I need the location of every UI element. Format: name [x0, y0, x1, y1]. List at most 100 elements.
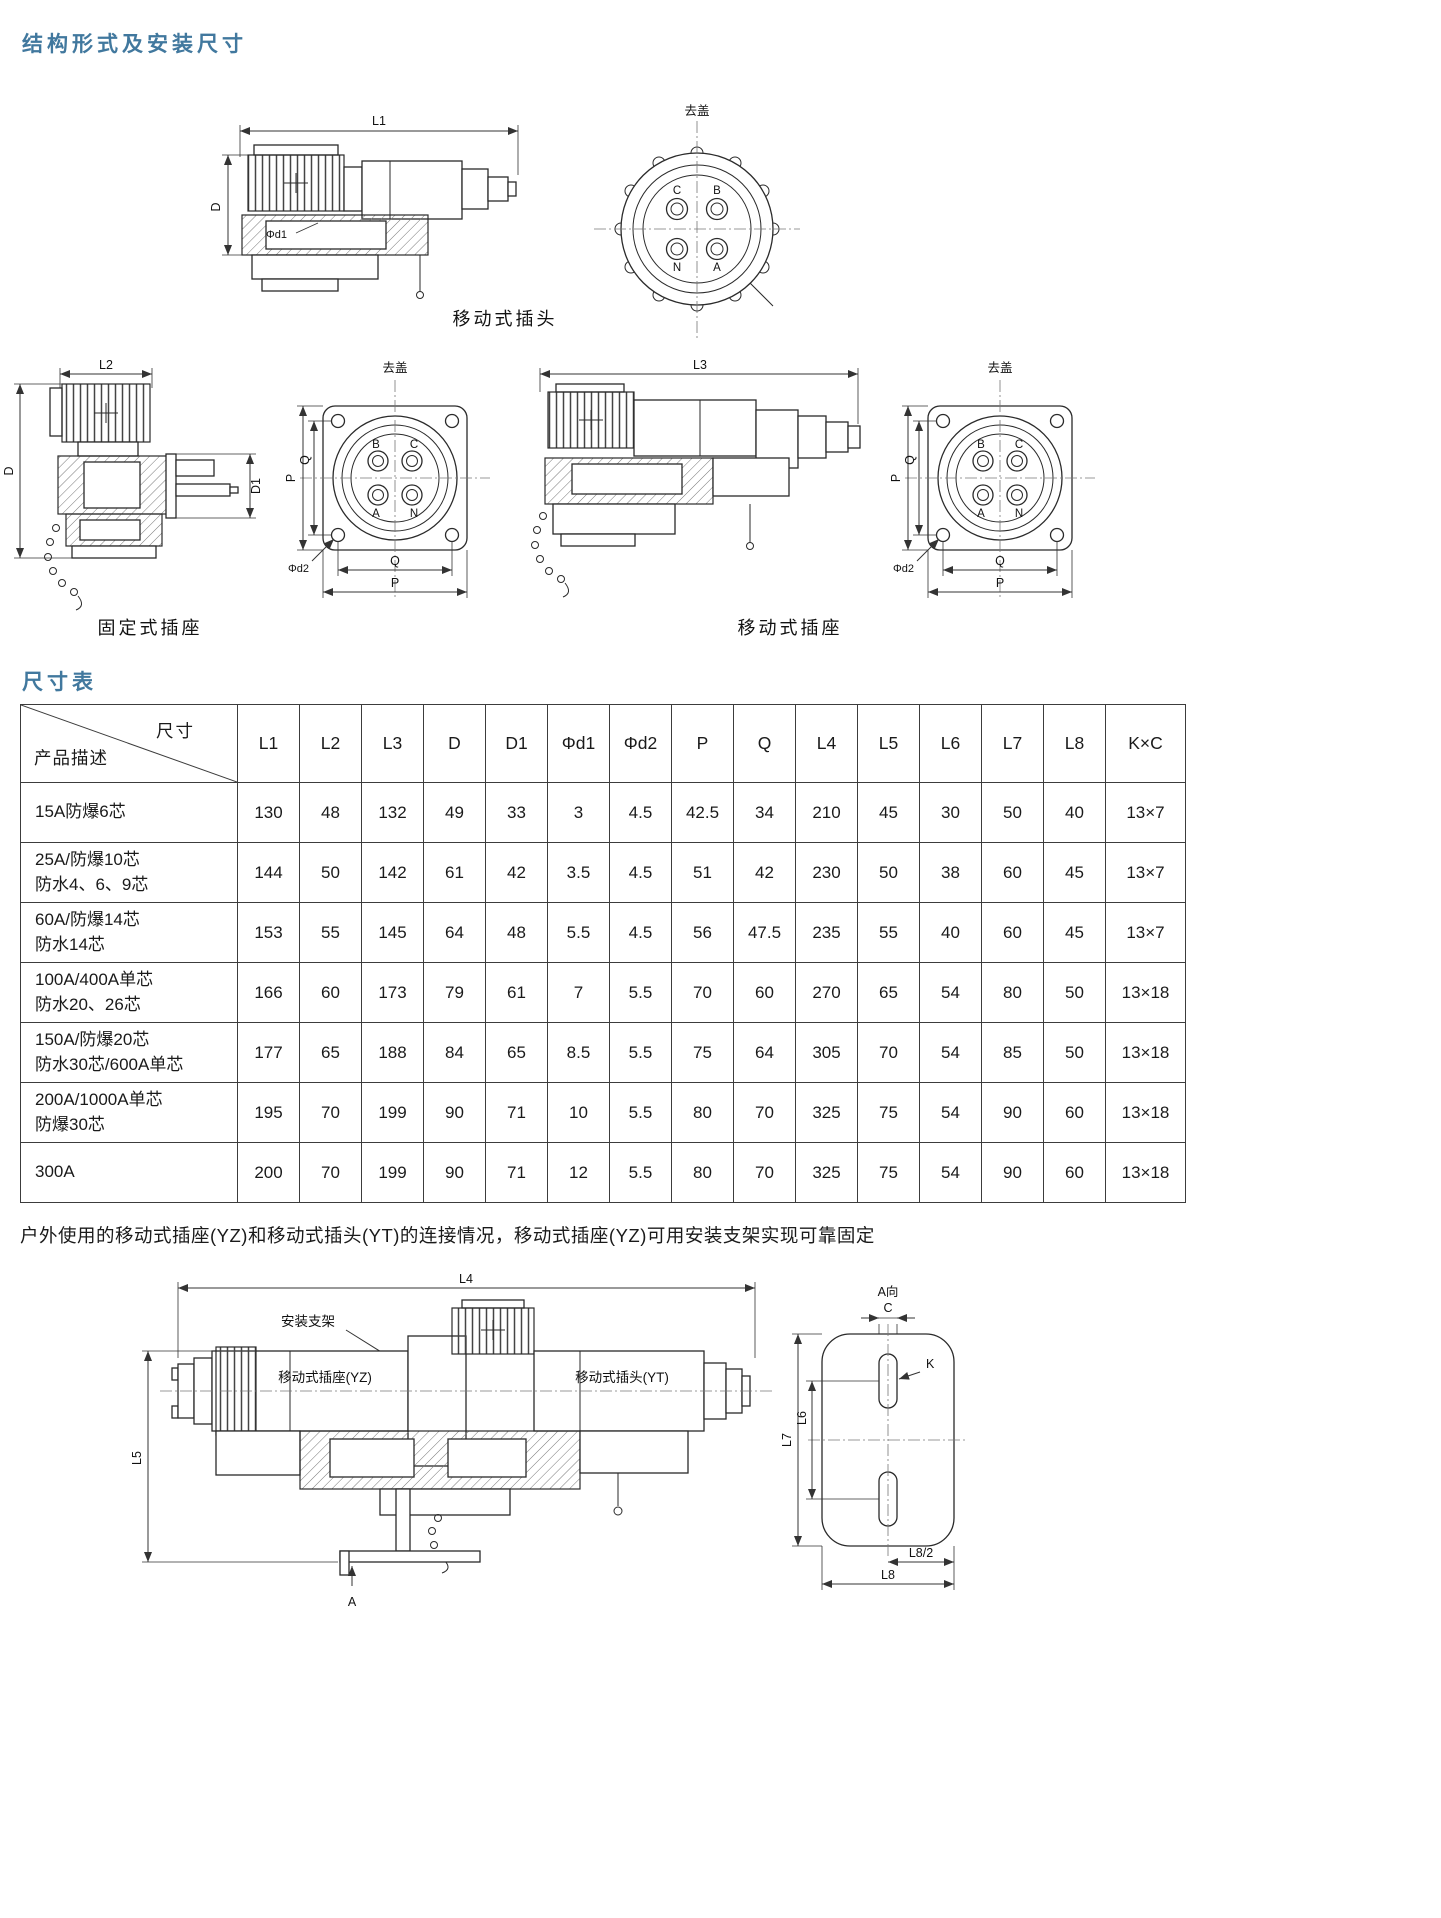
- product-description-cell: 15A防爆6芯: [20, 782, 238, 843]
- dimension-value-cell: 90: [423, 1082, 486, 1143]
- dimension-value-cell: 85: [981, 1022, 1044, 1083]
- product-description-cell: 25A/防爆10芯 防水4、6、9芯: [20, 842, 238, 903]
- column-header: L1: [237, 704, 300, 783]
- dimension-value-cell: 80: [981, 962, 1044, 1023]
- dim-l6: L6: [795, 1380, 879, 1500]
- dimension-value-cell: 61: [423, 842, 486, 903]
- dimension-value-cell: 55: [857, 902, 920, 963]
- dimension-value-cell: 47.5: [733, 902, 796, 963]
- mobile-socket-front-title: 去盖: [987, 361, 1012, 375]
- dimension-value-cell: 325: [795, 1082, 858, 1143]
- product-description-cell: 200A/1000A单芯 防爆30芯: [20, 1082, 238, 1143]
- drawing-top: L1: [209, 104, 800, 338]
- dim-p-bottom-label: P: [391, 576, 399, 590]
- dimension-value-cell: 42: [733, 842, 796, 903]
- dimension-value-cell: 132: [361, 782, 424, 843]
- dim-l2-label: L2: [99, 358, 113, 372]
- dimension-value-cell: 80: [671, 1142, 734, 1203]
- dimension-value-cell: 54: [919, 1082, 982, 1143]
- terminal-label-n: N: [1015, 508, 1023, 520]
- dimension-value-cell: 75: [857, 1142, 920, 1203]
- column-header: D1: [485, 704, 548, 783]
- dim-d-label: D: [209, 202, 223, 211]
- column-header: L7: [981, 704, 1044, 783]
- dimension-value-cell: 38: [919, 842, 982, 903]
- dim-d-socket-label: D: [2, 466, 16, 475]
- dim-l8-half-label: L8/2: [909, 1546, 933, 1560]
- dimension-value-cell: 34: [733, 782, 796, 843]
- dim-d1-label: D1: [249, 478, 263, 494]
- column-header: L5: [857, 704, 920, 783]
- dimension-value-cell: 3.5: [547, 842, 610, 903]
- column-header: L3: [361, 704, 424, 783]
- dim-q-left-label: Q: [298, 455, 312, 465]
- fixed-socket-side-view: L2: [2, 358, 263, 638]
- fixed-socket-caption: 固定式插座: [98, 618, 203, 638]
- dimension-value-cell: 13×7: [1105, 902, 1186, 963]
- dim-p-left-label: P: [889, 474, 903, 482]
- terminal-label-c: C: [673, 185, 681, 197]
- dimension-value-cell: 84: [423, 1022, 486, 1083]
- flange-terminals-1: B C A N: [367, 439, 423, 520]
- yz-label: 移动式插座(YZ): [278, 1370, 372, 1385]
- section-a-label: A: [348, 1595, 357, 1609]
- dim-p-left-1: P: [284, 405, 323, 551]
- flange-centerlines-1: [300, 380, 490, 598]
- dimension-value-cell: 42.5: [671, 782, 734, 843]
- dimension-value-cell: 60: [1043, 1082, 1106, 1143]
- column-header: Φd1: [547, 704, 610, 783]
- corner-label-product: 产品描述: [34, 748, 108, 768]
- flange-terminals-2: B C A N: [972, 439, 1028, 520]
- dim-l7: L7: [780, 1333, 822, 1547]
- dim-phi-d2-label: Φd2: [893, 563, 914, 575]
- bracket-plate: [808, 1324, 968, 1558]
- dim-c-label: C: [883, 1301, 892, 1315]
- dim-p-bottom-1: P: [322, 550, 468, 598]
- dim-q-left-2: Q: [903, 420, 937, 536]
- dimension-value-cell: 5.5: [609, 962, 672, 1023]
- dimension-value-cell: 200: [237, 1142, 300, 1203]
- dim-p-bottom-label: P: [996, 576, 1004, 590]
- dimension-value-cell: 3: [547, 782, 610, 843]
- dim-phi-d2-1: Φd2: [288, 538, 335, 575]
- bracket-label: 安装支架: [281, 1314, 335, 1329]
- dimension-value-cell: 50: [1043, 962, 1106, 1023]
- dimension-value-cell: 13×18: [1105, 1082, 1186, 1143]
- dimension-value-cell: 144: [237, 842, 300, 903]
- dimension-value-cell: 54: [919, 1022, 982, 1083]
- column-header: Q: [733, 704, 796, 783]
- dimension-value-cell: 75: [671, 1022, 734, 1083]
- dimension-value-cell: 50: [299, 842, 362, 903]
- dimension-value-cell: 173: [361, 962, 424, 1023]
- mobile-socket-chain: [531, 512, 569, 598]
- dimension-value-cell: 65: [485, 1022, 548, 1083]
- dim-l8: L8: [821, 1546, 954, 1590]
- view-a-title: A向: [878, 1284, 899, 1299]
- dimension-value-cell: 60: [981, 842, 1044, 903]
- dim-d1-socket: D1: [176, 453, 263, 519]
- dimension-value-cell: 75: [857, 1082, 920, 1143]
- dim-l2: L2: [59, 358, 153, 388]
- terminal-label-a: A: [977, 508, 985, 520]
- column-header: L2: [299, 704, 362, 783]
- dim-l8-half: L8/2: [888, 1546, 955, 1590]
- terminal-label-n: N: [410, 508, 418, 520]
- section-arrow-a: A: [348, 1566, 357, 1609]
- dimension-value-cell: 90: [981, 1082, 1044, 1143]
- dimension-value-cell: 5.5: [609, 1142, 672, 1203]
- dim-q-left-label: Q: [903, 455, 917, 465]
- dimension-value-cell: 45: [857, 782, 920, 843]
- dimension-value-cell: 13×18: [1105, 1142, 1186, 1203]
- dimension-value-cell: 4.5: [609, 782, 672, 843]
- dimension-value-cell: 45: [1043, 842, 1106, 903]
- dim-l8-label: L8: [881, 1568, 895, 1582]
- dimension-value-cell: 145: [361, 902, 424, 963]
- dim-phi-d1-label: Φd1: [266, 229, 287, 241]
- dim-l5: L5: [130, 1350, 338, 1563]
- dim-k-label: K: [926, 1357, 935, 1371]
- dimension-value-cell: 55: [299, 902, 362, 963]
